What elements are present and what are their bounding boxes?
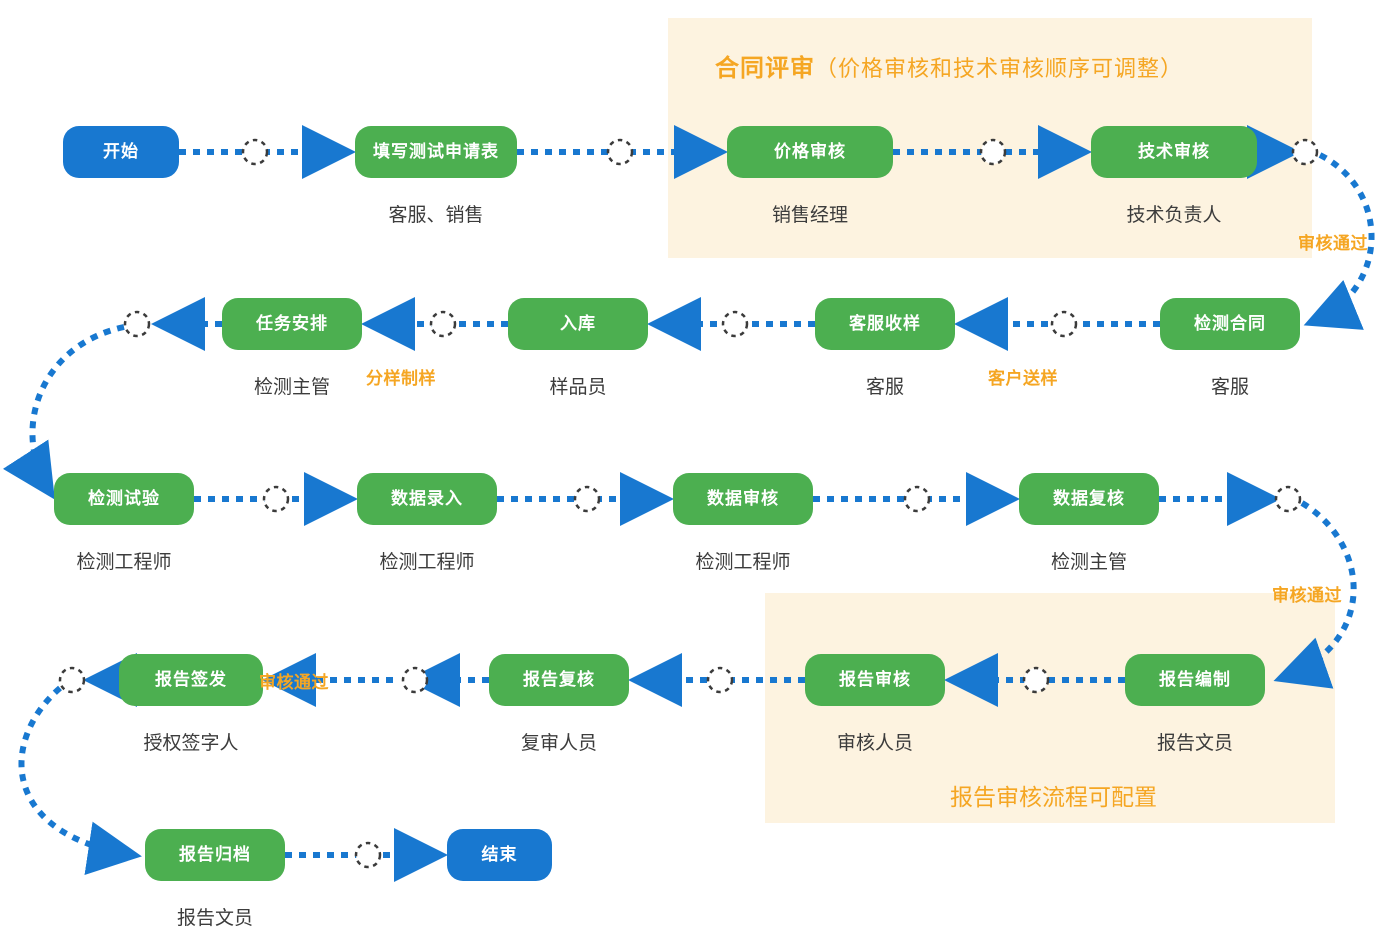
node-report_write[interactable]: 报告编制 xyxy=(1125,654,1265,706)
edge-label-pass_1: 审核通过 xyxy=(1298,234,1368,253)
node-label: 报告复核 xyxy=(523,669,595,689)
node-label: 检测试验 xyxy=(88,488,160,508)
contract-review-title-main: 合同评审 xyxy=(715,55,815,82)
edge-junction-marker xyxy=(58,666,86,694)
contract-review-title: 合同评审（价格审核和技术审核顺序可调整） xyxy=(715,48,1183,83)
edge-label-pass_3: 审核通过 xyxy=(259,673,329,692)
role-label-warehouse: 样品员 xyxy=(549,377,607,398)
node-label: 客服收样 xyxy=(849,313,921,333)
node-receive_sample[interactable]: 客服收样 xyxy=(815,298,955,350)
report-review-panel xyxy=(765,593,1335,823)
node-data_review[interactable]: 数据审核 xyxy=(673,473,813,525)
edge-junction-marker xyxy=(1274,485,1302,513)
role-label-data_recheck: 检测主管 xyxy=(1050,552,1128,573)
node-tech_review[interactable]: 技术审核 xyxy=(1091,126,1257,178)
role-label-data_review: 检测工程师 xyxy=(695,552,791,573)
node-task_assign[interactable]: 任务安排 xyxy=(222,298,362,350)
edge-junction-marker xyxy=(241,138,269,166)
edge-junction-marker xyxy=(354,841,382,869)
node-test_contract[interactable]: 检测合同 xyxy=(1160,298,1300,350)
edge-label-pass_2: 审核通过 xyxy=(1272,586,1342,605)
edge-junction-marker xyxy=(401,666,429,694)
node-report_recheck[interactable]: 报告复核 xyxy=(489,654,629,706)
node-label: 数据录入 xyxy=(391,488,463,508)
node-label: 报告审核 xyxy=(839,669,911,689)
edge-task-to-test xyxy=(2,324,125,500)
edge-junction-marker xyxy=(1050,310,1078,338)
node-label: 填写测试申请表 xyxy=(373,141,499,161)
edge-junction-marker xyxy=(721,310,749,338)
node-label: 价格审核 xyxy=(774,141,846,161)
edge-junction-marker xyxy=(903,485,931,513)
role-label-report_write: 报告文员 xyxy=(1156,733,1234,754)
node-label: 结束 xyxy=(481,844,518,864)
role-label-report_recheck: 复审人员 xyxy=(520,733,598,754)
node-label: 报告签发 xyxy=(155,669,227,689)
edge-junction-marker xyxy=(573,485,601,513)
node-label: 报告编制 xyxy=(1159,669,1231,689)
role-label-tech_review: 技术负责人 xyxy=(1126,205,1222,226)
node-label: 入库 xyxy=(560,313,596,333)
edge-junction-marker xyxy=(429,310,457,338)
node-label: 任务安排 xyxy=(256,313,328,333)
node-label: 开始 xyxy=(103,141,139,161)
role-label-task_assign: 检测主管 xyxy=(253,377,331,398)
role-label-report_archive: 报告文员 xyxy=(176,908,254,929)
edge-junction-marker xyxy=(706,666,734,694)
node-label: 技术审核 xyxy=(1138,141,1210,161)
edge-junction-marker xyxy=(606,138,634,166)
node-label: 数据审核 xyxy=(707,488,779,508)
report-review-caption: 报告审核流程可配置 xyxy=(950,784,1157,810)
node-report_issue[interactable]: 报告签发 xyxy=(119,654,263,706)
contract-review-title-sub: （价格审核和技术审核顺序可调整） xyxy=(815,56,1184,81)
edge-issue-to-archive xyxy=(18,685,142,875)
role-label-test_contract: 客服 xyxy=(1210,377,1250,398)
node-data_entry[interactable]: 数据录入 xyxy=(357,473,497,525)
node-price_review[interactable]: 价格审核 xyxy=(727,126,893,178)
edge-junction-marker xyxy=(262,485,290,513)
node-label: 数据复核 xyxy=(1053,488,1125,508)
edge-label-customer_send: 客户送样 xyxy=(988,369,1058,388)
node-apply_form[interactable]: 填写测试申请表 xyxy=(355,126,517,178)
role-label-test_exec: 检测工程师 xyxy=(76,552,172,573)
node-start[interactable]: 开始 xyxy=(63,126,179,178)
role-label-data_entry: 检测工程师 xyxy=(379,552,475,573)
node-data_recheck[interactable]: 数据复核 xyxy=(1019,473,1159,525)
role-label-report_issue: 授权签字人 xyxy=(143,733,239,754)
node-report_check[interactable]: 报告审核 xyxy=(805,654,945,706)
role-label-receive_sample: 客服 xyxy=(865,377,905,398)
edge-label-sample_prep: 分样制样 xyxy=(366,369,436,388)
node-end[interactable]: 结束 xyxy=(447,829,552,881)
edge-junction-marker xyxy=(123,310,151,338)
node-warehouse[interactable]: 入库 xyxy=(508,298,648,350)
role-label-report_check: 审核人员 xyxy=(836,733,914,754)
role-label-price_review: 销售经理 xyxy=(771,205,849,226)
role-label-apply_form: 客服、销售 xyxy=(388,205,484,226)
node-test_exec[interactable]: 检测试验 xyxy=(54,473,194,525)
node-label: 报告归档 xyxy=(179,844,251,864)
node-report_archive[interactable]: 报告归档 xyxy=(145,829,285,881)
node-label: 检测合同 xyxy=(1194,313,1266,333)
